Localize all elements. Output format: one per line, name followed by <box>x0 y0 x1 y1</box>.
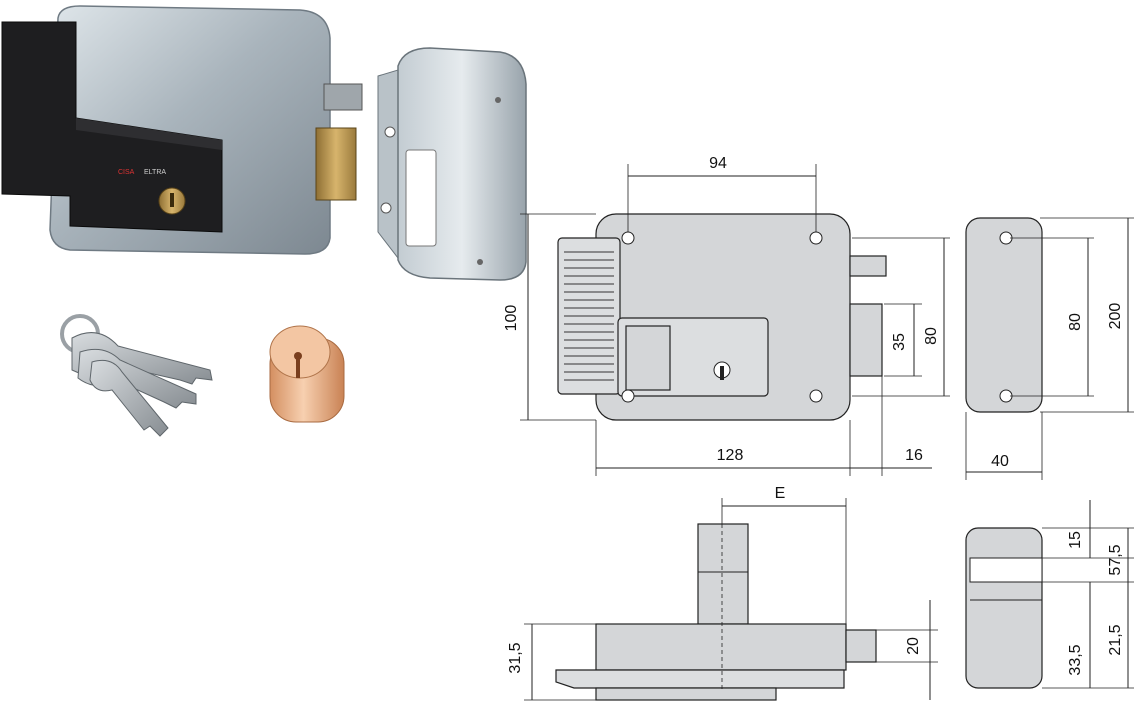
dim-keeper-lower: 33,5 <box>1067 644 1084 675</box>
dim-bolt-side: 20 <box>905 637 922 655</box>
dim-case-height: 80 <box>923 327 940 345</box>
dim-keeper-height-inner: 80 <box>1067 313 1084 331</box>
dim-keeper-top: 15 <box>1067 531 1084 549</box>
model-text: ELTRA <box>144 169 166 176</box>
dim-backset: E <box>775 485 786 502</box>
dimension-lines <box>520 164 1134 701</box>
dim-body-width: 128 <box>717 447 744 464</box>
dim-side-height: 31,5 <box>507 642 524 673</box>
cylinder-illustration <box>269 325 345 423</box>
brand-text: CISA <box>118 169 135 176</box>
lock-body-illustration: CISA ELTRA <box>1 5 331 255</box>
screw-hole-icon <box>621 231 823 403</box>
dim-keeper-width: 40 <box>991 453 1009 470</box>
dim-bolt-projection: 16 <box>905 447 923 464</box>
dim-front-height-total: 100 <box>503 305 520 332</box>
dim-bolt-height: 35 <box>891 333 908 351</box>
keeper-front-drawing <box>965 217 1043 413</box>
dim-keeper-mid: 57,5 <box>1107 544 1124 575</box>
strike-keeper-illustration <box>377 47 527 281</box>
latch-bolt-illustration <box>315 83 363 201</box>
front-view-drawing <box>557 213 887 421</box>
dim-keeper-height-total: 200 <box>1107 303 1124 330</box>
keeper-side-drawing <box>965 527 1043 689</box>
dim-front-top-width: 94 <box>709 155 727 172</box>
dim-keeper-bottom: 21,5 <box>1107 624 1124 655</box>
keys-illustration <box>60 314 213 437</box>
side-view-drawing <box>555 523 877 701</box>
